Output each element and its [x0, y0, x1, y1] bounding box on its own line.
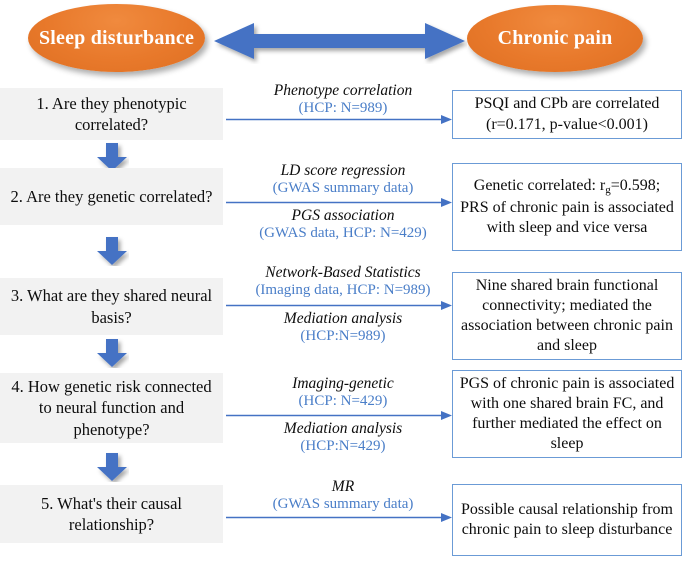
result-box-5: Possible causal relationship from chroni…: [452, 484, 682, 556]
method-source-3-1: (Imaging data, HCP: N=989): [255, 282, 431, 299]
result-label-1: PSQI and CPb are correlated (r=0.171, p-…: [474, 95, 660, 133]
method-source-2-2: (GWAS data, HCP: N=429): [259, 225, 427, 242]
result-label-4: PGS of chronic pain is associated with o…: [459, 374, 675, 453]
method-name-3-2: Mediation analysis: [283, 310, 403, 327]
method-name-2-2: PGS association: [291, 207, 395, 224]
node-chronic-pain-label: Chronic pain: [497, 27, 613, 50]
question-label-4: 4. How genetic risk connected to neural …: [11, 377, 212, 439]
method-source-2-1: (GWAS summary data): [272, 180, 414, 197]
down-arrow-icon-3: [97, 339, 127, 367]
question-box-3: 3. What are they shared neural basis?: [0, 278, 223, 335]
method-name-5-1: MR: [331, 478, 355, 495]
method-source-3-2: (HCP:N=989): [300, 328, 386, 345]
result-box-2: Genetic correlated: rg=0.598; PRS of chr…: [452, 163, 682, 251]
method-name-4-2: Mediation analysis: [283, 420, 403, 437]
result-2-part-b: =0.598; PRS of chronic pain is associate…: [460, 176, 674, 236]
node-sleep-disturbance-label: Sleep disturbance: [38, 26, 195, 49]
question-box-1: 1. Are they phenotypic correlated?: [0, 88, 223, 140]
method-label-4-1: Imaging-genetic (HCP: N=429): [228, 375, 458, 411]
method-name-1-1: Phenotype correlation: [273, 82, 413, 99]
result-label-3: Nine shared brain functional connectivit…: [461, 276, 673, 355]
question-label-2: 2. Are they genetic correlated?: [10, 186, 213, 206]
result-2-part-a: Genetic correlated: r: [473, 176, 606, 194]
bidirectional-arrow-icon: [214, 23, 465, 59]
method-label-2-1: LD score regression (GWAS summary data): [228, 162, 458, 198]
method-source-1-1: (HCP: N=989): [298, 100, 388, 117]
method-source-5-1: (GWAS summary data): [272, 496, 414, 513]
connector-arrow-5: [226, 513, 452, 522]
down-arrow-icon-2: [97, 237, 127, 265]
method-source-4-2: (HCP:N=429): [300, 438, 386, 455]
connector-arrow-4: [226, 411, 452, 420]
method-label-5-1: MR (GWAS summary data): [228, 478, 458, 514]
result-box-4: PGS of chronic pain is associated with o…: [452, 370, 682, 458]
down-arrow-icon-1: [97, 143, 127, 171]
method-label-2-2: PGS association (GWAS data, HCP: N=429): [228, 207, 458, 243]
question-box-4: 4. How genetic risk connected to neural …: [0, 373, 223, 443]
result-box-3: Nine shared brain functional connectivit…: [452, 272, 682, 360]
question-label-5: 5. What's their causal relationship?: [40, 493, 183, 534]
method-label-3-2: Mediation analysis (HCP:N=989): [228, 310, 458, 346]
connector-arrow-2: [226, 198, 452, 207]
question-label-3: 3. What are they shared neural basis?: [10, 286, 213, 327]
result-label-2: Genetic correlated: rg=0.598; PRS of chr…: [458, 176, 676, 238]
method-label-3-1: Network-Based Statistics (Imaging data, …: [228, 264, 458, 300]
method-source-4-1: (HCP: N=429): [298, 393, 388, 410]
method-name-4-1: Imaging-genetic: [292, 375, 394, 392]
result-label-5: Possible causal relationship from chroni…: [461, 500, 673, 538]
method-name-3-1: Network-Based Statistics: [265, 264, 421, 281]
node-chronic-pain: Chronic pain: [467, 5, 643, 72]
question-box-2: 2. Are they genetic correlated?: [0, 168, 223, 225]
node-sleep-disturbance: Sleep disturbance: [28, 4, 205, 72]
connector-arrow-3: [226, 301, 452, 310]
question-box-5: 5. What's their causal relationship?: [0, 485, 223, 543]
question-label-1: 1. Are they phenotypic correlated?: [36, 93, 187, 134]
result-box-1: PSQI and CPb are correlated (r=0.171, p-…: [452, 90, 682, 139]
method-label-4-2: Mediation analysis (HCP:N=429): [228, 420, 458, 456]
method-label-1-1: Phenotype correlation (HCP: N=989): [228, 82, 458, 118]
result-2-subscript: g: [605, 183, 611, 196]
down-arrow-icon-4: [97, 453, 127, 481]
connector-arrow-1: [226, 115, 452, 124]
method-name-2-1: LD score regression: [280, 162, 406, 179]
